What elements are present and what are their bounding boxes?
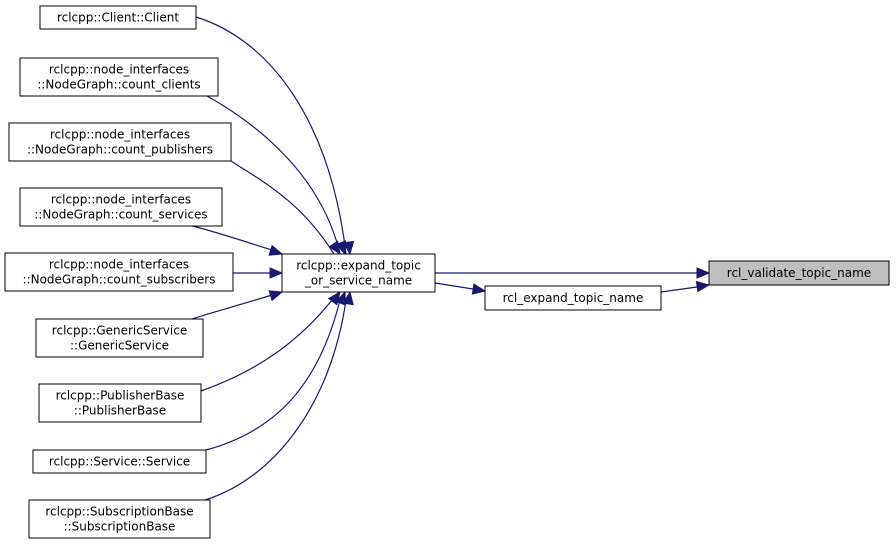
edge-expand_topic-to-count_clients — [206, 95, 347, 256]
node-label: rclcpp::expand_topic — [296, 259, 421, 273]
node-box[interactable] — [32, 449, 207, 474]
edge-line — [230, 160, 335, 255]
node-box[interactable] — [484, 285, 662, 311]
node-box[interactable] — [8, 122, 232, 162]
edge-arrowhead — [328, 240, 341, 256]
node-label: rcl_validate_topic_name — [727, 266, 871, 280]
edge-expand_topic-to-count_services — [191, 225, 284, 256]
node-label: _or_service_name — [304, 274, 412, 288]
node-publisher-base[interactable]: rclcpp::PublisherBase::PublisherBase — [38, 383, 202, 423]
edge-arrowhead — [268, 290, 284, 302]
node-box[interactable] — [35, 318, 204, 358]
node-label: ::NodeGraph::count_clients — [37, 78, 200, 92]
edge-line — [191, 225, 273, 251]
edge-expand_topic-to-subscription_base — [204, 290, 354, 501]
node-subscription-base[interactable]: rclcpp::SubscriptionBase::SubscriptionBa… — [28, 499, 211, 539]
node-label: rclcpp::node_interfaces — [50, 128, 190, 142]
edge-expand_topic-to-count_subscribers — [233, 267, 284, 279]
edge-line — [206, 95, 341, 255]
edge-line — [204, 299, 347, 501]
edge-arrowhead — [342, 290, 354, 306]
edge-arrowhead — [269, 267, 284, 279]
edge-line — [434, 282, 474, 290]
node-box[interactable] — [28, 499, 211, 539]
node-label: ::SubscriptionBase — [64, 520, 176, 534]
node-box[interactable] — [19, 187, 223, 227]
node-label: rclcpp::SubscriptionBase — [45, 505, 193, 519]
node-service[interactable]: rclcpp::Service::Service — [32, 449, 207, 474]
edge-line — [205, 299, 341, 451]
node-count-publishers[interactable]: rclcpp::node_interfaces::NodeGraph::coun… — [8, 122, 232, 162]
edge-arrowhead — [695, 280, 711, 293]
node-rcl-expand[interactable]: rcl_expand_topic_name — [484, 285, 662, 311]
node-count-clients[interactable]: rclcpp::node_interfaces::NodeGraph::coun… — [19, 57, 219, 97]
node-box[interactable] — [4, 252, 234, 292]
node-count-services[interactable]: rclcpp::node_interfaces::NodeGraph::coun… — [19, 187, 223, 227]
node-label: rclcpp::Service::Service — [49, 455, 190, 469]
node-box[interactable] — [708, 260, 890, 286]
node-rcl-validate[interactable]: rcl_validate_topic_name — [708, 260, 890, 286]
edge-rcl_expand-to-expand_topic — [434, 282, 487, 295]
node-box[interactable] — [39, 5, 197, 30]
edge-expand_topic-to-count_publishers — [230, 160, 341, 256]
edge-line — [191, 294, 273, 320]
edge-expand_topic-to-client — [195, 16, 355, 256]
node-label: ::NodeGraph::count_subscribers — [23, 273, 216, 287]
node-label: rclcpp::Client::Client — [57, 11, 179, 25]
node-label: ::NodeGraph::count_services — [34, 208, 207, 222]
node-label: ::GenericService — [70, 339, 169, 353]
edge-layer — [191, 16, 711, 501]
node-box[interactable] — [19, 57, 219, 97]
edge-arrowhead — [342, 240, 355, 256]
node-box[interactable] — [38, 383, 202, 423]
node-label: rclcpp::GenericService — [52, 324, 187, 338]
node-count-subscribers[interactable]: rclcpp::node_interfaces::NodeGraph::coun… — [4, 252, 234, 292]
node-label: rclcpp::node_interfaces — [49, 63, 189, 77]
edge-arrowhead — [268, 244, 284, 256]
edge-line — [195, 16, 347, 255]
edge-line — [660, 286, 698, 293]
edge-rcl_validate-to-rcl_expand — [660, 280, 711, 293]
edge-line — [200, 299, 333, 392]
edge-rcl_validate-to-expand_topic — [435, 267, 711, 279]
node-box[interactable] — [281, 253, 436, 293]
node-label: ::NodeGraph::count_publishers — [27, 143, 213, 157]
node-label: rcl_expand_topic_name — [503, 291, 644, 305]
node-label: rclcpp::PublisherBase — [56, 389, 185, 403]
node-label: rclcpp::node_interfaces — [51, 193, 191, 207]
node-generic-service[interactable]: rclcpp::GenericService::GenericService — [35, 318, 204, 358]
node-label: rclcpp::node_interfaces — [49, 258, 189, 272]
edge-arrowhead — [696, 267, 711, 279]
node-expand-topic[interactable]: rclcpp::expand_topic_or_service_name — [281, 253, 436, 293]
node-label: ::PublisherBase — [74, 404, 166, 418]
edge-arrowhead — [335, 290, 347, 306]
node-layer: rclcpp::Client::Clientrclcpp::node_inter… — [4, 5, 890, 539]
edge-expand_topic-to-publisher_base — [200, 290, 341, 392]
edge-expand_topic-to-service — [205, 290, 347, 451]
edge-expand_topic-to-generic_service — [191, 290, 284, 320]
edge-arrowhead — [471, 283, 487, 295]
node-client[interactable]: rclcpp::Client::Client — [39, 5, 197, 30]
